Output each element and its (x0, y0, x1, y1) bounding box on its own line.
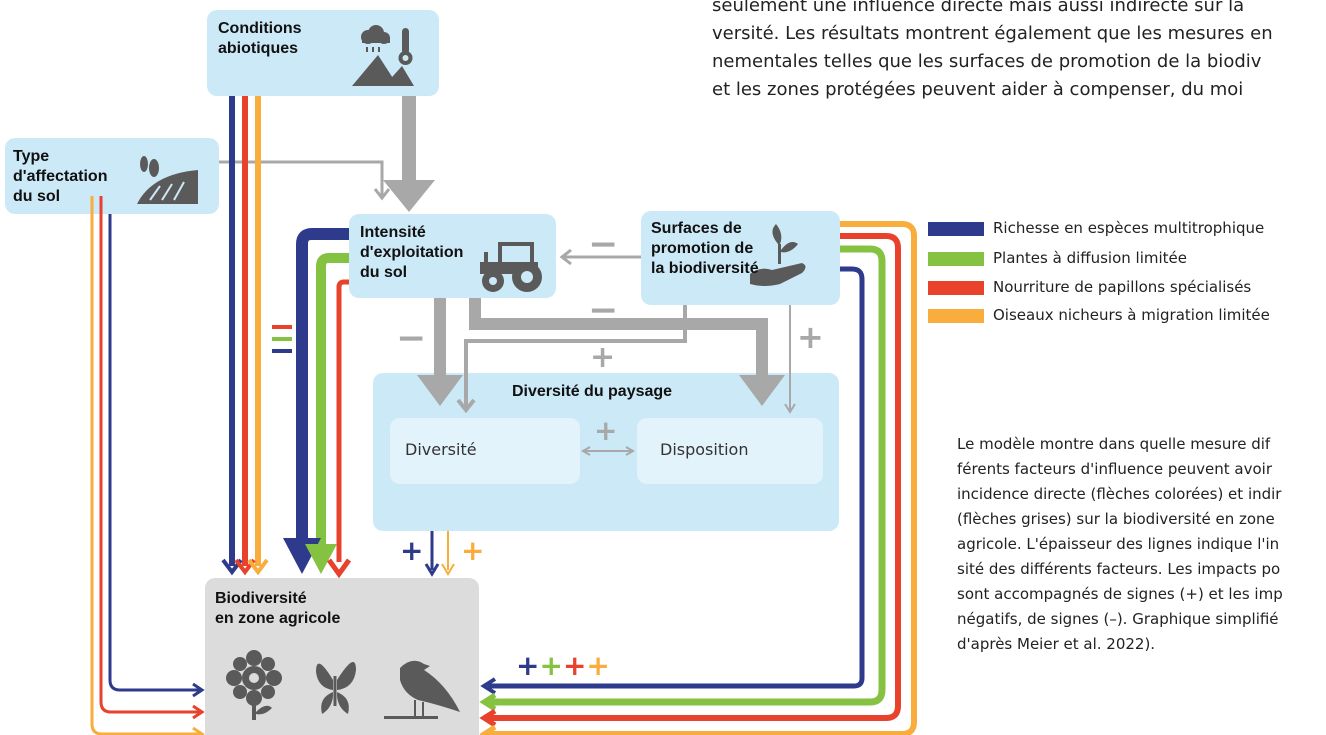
caption-line-9: d'après Meier et al. 2022). (957, 635, 1156, 653)
intro-line-2: versité. Les résultats montrent égalemen… (712, 23, 1273, 44)
arrowhead-diversite-disposition-right (625, 446, 636, 456)
arrow-surfaces-blue (488, 266, 865, 689)
intro-line-1: seulement une influence directe mais aus… (712, 0, 1245, 16)
arrowhead-surfaces-to-intensite (559, 248, 572, 266)
arrowhead-affectation-blue (192, 682, 205, 698)
arrow-intensite-blue (296, 228, 349, 548)
legend-item-blue: Richesse en espèces multitrophique (993, 219, 1265, 237)
arrow-surfaces-red (488, 233, 901, 721)
weather-mountain-icon (352, 25, 414, 86)
biodiversite-label: Biodiversité en zone agricole (215, 590, 341, 627)
caption-line-6: sité des différents facteurs. Les impact… (957, 560, 1281, 578)
sign-surfaces-to-intensite: − (588, 224, 619, 265)
arrow-affectation-orange (90, 196, 200, 735)
sign-paysage-to-bio-blue: + (400, 534, 424, 567)
conditions-abiotiques-label: Conditions abiotiques (218, 20, 302, 57)
equal-mark-blue (272, 349, 292, 353)
legend-swatch-blue (928, 222, 984, 236)
arrow-affectation-red (99, 196, 200, 714)
caption-line-2: férents facteurs d'influence peuvent avo… (957, 460, 1272, 478)
arrowhead-intensite-red (326, 558, 352, 579)
arrowhead-surfaces-blue (480, 677, 497, 695)
arrowhead-surfaces-to-diversite (456, 398, 476, 414)
grey-arrows (219, 96, 796, 456)
sign-cross-minus: − (588, 290, 619, 331)
legend-swatch-orange (928, 309, 984, 323)
bird-icon (384, 660, 460, 719)
sign-surfaces-orange: + (586, 649, 610, 682)
sign-diversite-disposition: + (594, 414, 618, 447)
disposition-inner-box (637, 418, 823, 484)
arrowhead-diversite-disposition-left (580, 446, 591, 456)
intro-line-4: et les zones protégées peuvent aider à c… (712, 79, 1244, 100)
colored-arrows (90, 96, 917, 735)
sign-surfaces-to-paysage-right: + (797, 318, 824, 356)
legend-item-green: Plantes à diffusion limitée (993, 249, 1187, 267)
intro-paragraph: seulement une influence directe mais aus… (712, 0, 1326, 104)
arrowhead-surfaces-red (479, 708, 497, 728)
diversite-inner-box (390, 418, 580, 484)
arrowhead-affectation-orange (192, 726, 205, 735)
arrow-intensite-red (336, 279, 349, 562)
arrow-surfaces-to-diversite (464, 305, 687, 408)
sign-surfaces-red: + (562, 649, 587, 682)
arrowhead-conditions-orange (247, 558, 269, 576)
surfaces-label: Surfaces de promotion de la biodiversité (651, 220, 759, 277)
arrow-surfaces-green (488, 245, 886, 706)
legend-swatch-red (928, 281, 984, 295)
sign-paysage-to-bio-orange: + (461, 534, 485, 567)
caption-line-4: (flèches grises) sur la biodiversité en … (957, 510, 1275, 528)
arrowhead-surfaces-green (479, 692, 497, 712)
equal-mark-green (272, 337, 292, 341)
signs-surfaces-to-bio: ++++ (516, 649, 610, 682)
equal-mark-red (272, 325, 292, 329)
arrowhead-paysage-orange (441, 563, 455, 576)
arrow-affectation-blue (108, 214, 200, 692)
legend-swatch-green (928, 252, 984, 266)
arrowhead-intensite-green (305, 544, 337, 574)
caption: Le modèle montre dans quelle mesure dif … (957, 432, 1326, 657)
caption-line-8: négatifs, de signes (–). Graphique simpl… (957, 610, 1279, 628)
legend-swatches (928, 222, 984, 323)
intro-line-3: nementales telles que les surfaces de pr… (712, 51, 1262, 72)
arrowhead-surfaces-to-disposition (784, 403, 796, 414)
arrowhead-paysage-blue (424, 563, 440, 577)
arrow-surfaces-orange (488, 221, 917, 735)
equal-signs-marker (272, 325, 292, 353)
sign-intensite-to-paysage: − (396, 318, 427, 359)
arrowhead-conditions-to-intensite (383, 180, 435, 212)
caption-line-5: agricole. L'épaisseur des lignes indique… (957, 535, 1280, 553)
caption-line-3: incidence directe (flèches colorées) et … (957, 485, 1282, 503)
caption-line-7: sont accompagnés de signes (+) et les im… (957, 585, 1283, 603)
type-affectation-label: Type d'affectation du sol (13, 148, 108, 205)
surfaces-box (641, 211, 840, 305)
flower-icon (226, 650, 282, 720)
arrowhead-intensite-to-diversite (417, 375, 463, 406)
arrow-intensite-to-disposition (469, 298, 768, 380)
butterfly-icon (316, 662, 356, 714)
sign-surfaces-blue: + (516, 649, 540, 682)
intensite-label: Intensité d'exploitation du sol (360, 224, 464, 281)
arrowhead-intensite-to-disposition (739, 375, 785, 406)
paysage-label: Diversité du paysage (512, 383, 673, 400)
legend-item-orange: Oiseaux nicheurs à migration limitée (993, 306, 1270, 324)
arrowhead-affectation-red (192, 704, 205, 720)
sign-cross-plus: + (590, 340, 616, 375)
arrowhead-affectation-to-intensite (373, 188, 391, 201)
legend-item-red: Nourriture de papillons spécialisés (993, 278, 1252, 296)
sign-surfaces-green: + (539, 649, 563, 682)
field-trees-icon (137, 156, 198, 204)
arrowhead-surfaces-orange (479, 724, 497, 735)
arrow-affectation-to-intensite (219, 160, 384, 196)
caption-line-1: Le modèle montre dans quelle mesure dif (957, 435, 1271, 453)
diversite-label: Diversité (405, 440, 477, 459)
disposition-label: Disposition (660, 440, 749, 459)
arrow-intensite-green (316, 253, 349, 550)
